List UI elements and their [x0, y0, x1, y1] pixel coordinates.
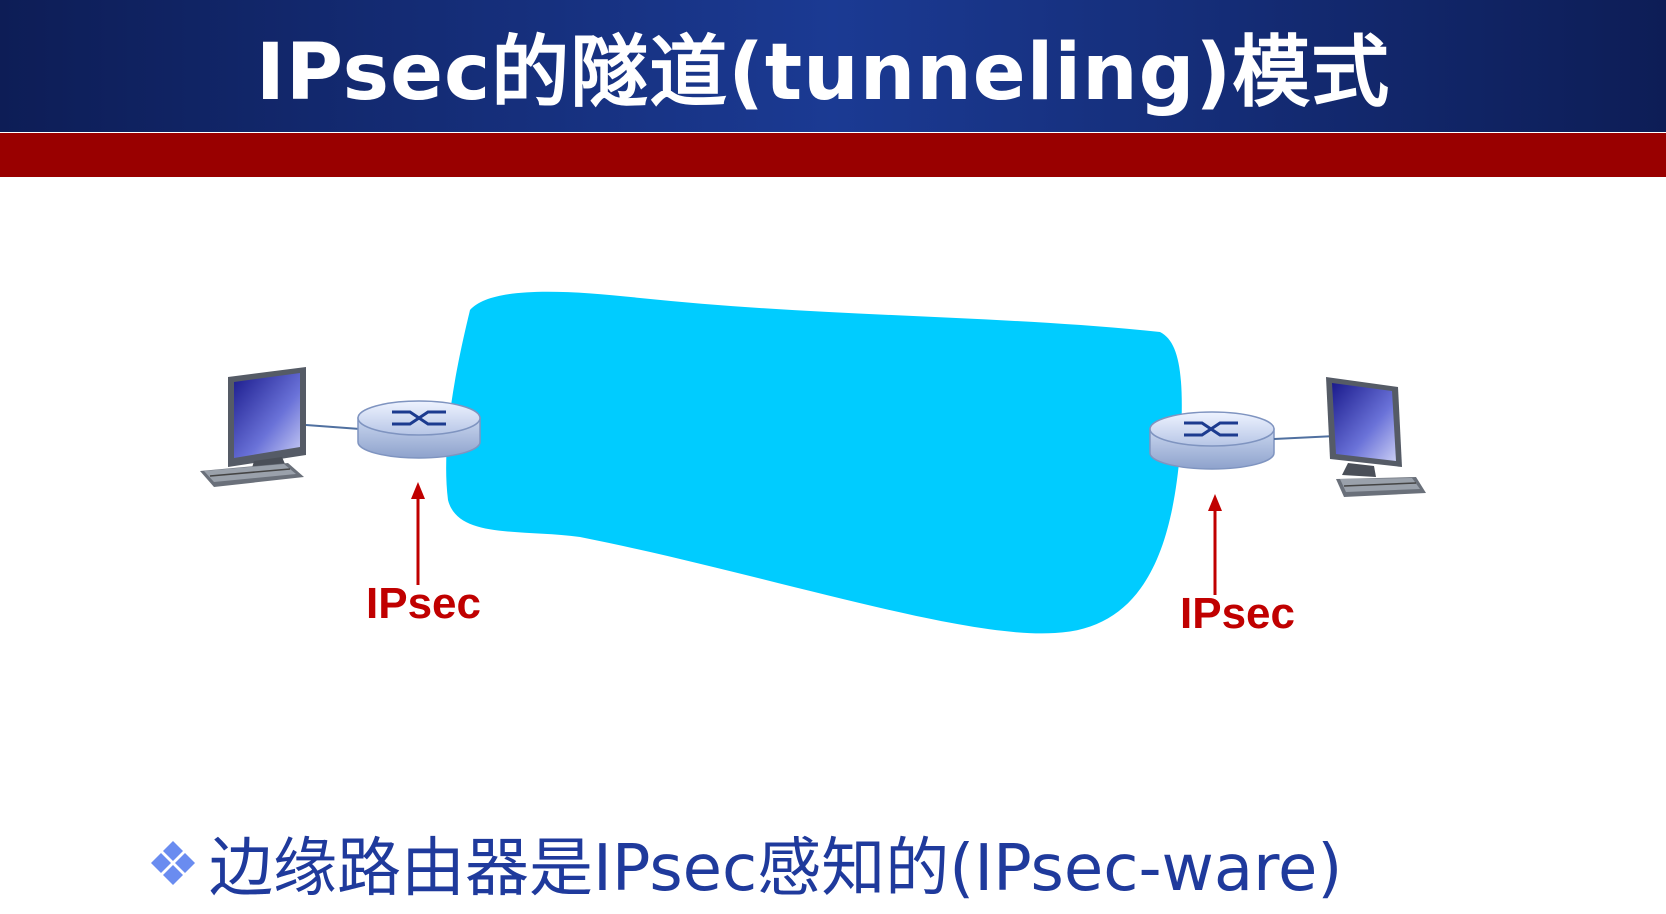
left-host-link: [305, 424, 361, 430]
bullet-text: 边缘路由器是IPsec感知的(IPsec-ware): [209, 832, 1343, 906]
left-pointer-arrow: [411, 482, 425, 585]
right-host-computer-icon: [1326, 377, 1426, 497]
title-bar: IPsec的隧道(tunneling)模式: [0, 0, 1666, 132]
diamond-bullet-icon: [151, 841, 195, 885]
left-host-computer-icon: [200, 367, 306, 487]
right-router-icon: [1149, 411, 1275, 470]
right-host-link: [1273, 435, 1337, 440]
left-ipsec-label: IPsec: [366, 579, 481, 628]
bullet-point: 边缘路由器是IPsec感知的(IPsec-ware): [145, 818, 1342, 908]
accent-band: [0, 133, 1666, 177]
slide-title: IPsec的隧道(tunneling)模式: [255, 28, 1391, 118]
right-ipsec-label: IPsec: [1180, 589, 1295, 638]
right-pointer-arrow: [1208, 494, 1222, 595]
network-cloud: [446, 291, 1182, 634]
diagram-canvas: [200, 291, 1426, 634]
left-router-icon: [357, 400, 481, 459]
tunnel-diagram: IPsec IPsec: [0, 177, 1666, 797]
